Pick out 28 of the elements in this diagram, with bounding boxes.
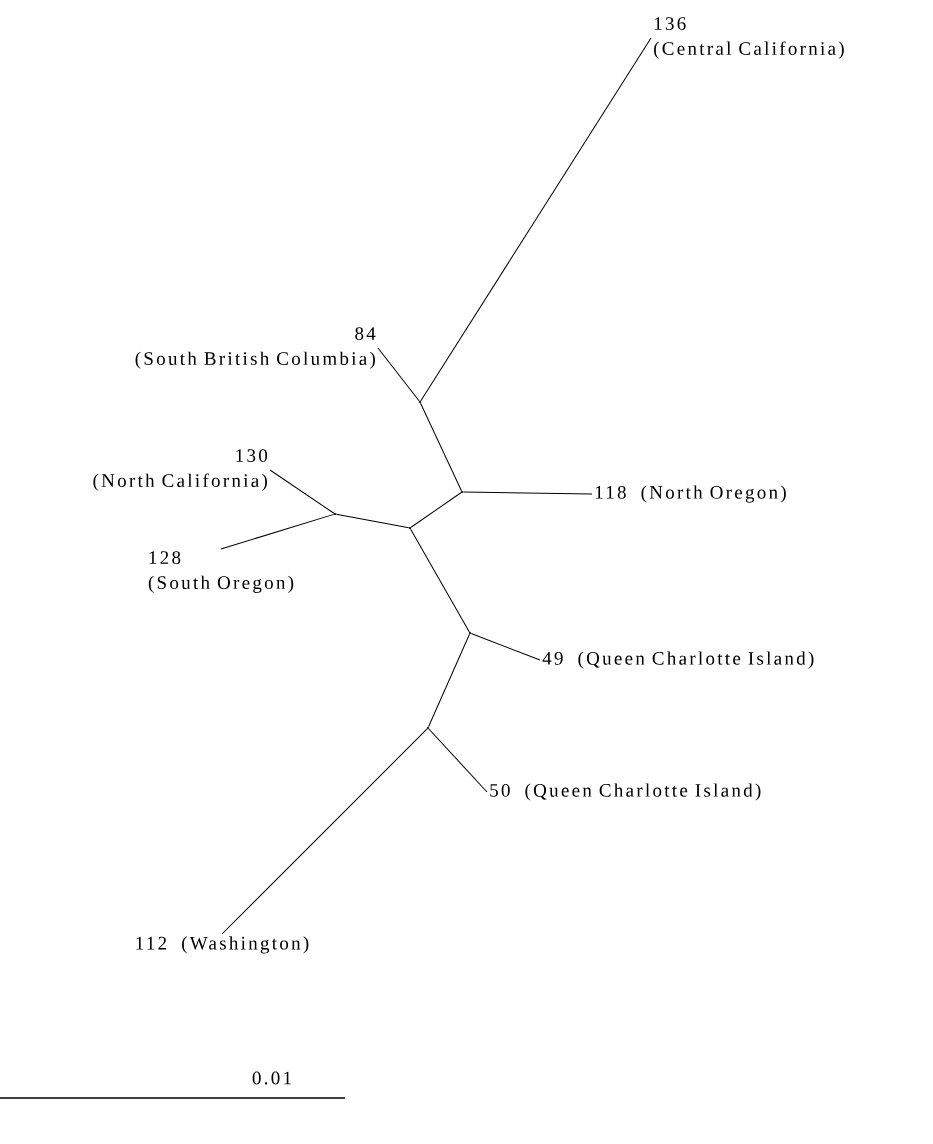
branch-line [221,728,428,935]
branch-line [269,469,335,514]
leaf-label: 112 (Washington) [136,936,309,954]
branch-line [420,37,652,402]
branch-line [377,347,420,402]
branch-point [408,526,412,530]
leaf-label: 50 (Queen Charlotte Island) [490,783,761,801]
branch-line [410,528,470,633]
branch-line [420,402,462,492]
branch-point [333,512,337,516]
scale-label: 0.01 [252,1071,291,1085]
leaf-label: 136 (Central California) [654,17,844,59]
branch-point [426,726,430,730]
leaf-label: 130 (North California) [93,449,268,491]
branch-line [220,513,335,550]
leaf-label: 118 (North Oregon) [595,485,786,503]
branch-line [335,513,410,529]
branch-point [460,490,464,494]
leaf-label: 84 (South British Columbia) [135,327,376,369]
branch-line [410,492,462,528]
branch-point [418,400,422,404]
branch-line [462,491,593,495]
branch-line [428,728,488,793]
leaf-label: 128 (South Oregon) [148,551,294,593]
branch-line [428,633,470,728]
branch-line [470,633,541,661]
leaf-label: 49 (Queen Charlotte Island) [542,651,814,669]
branch-point [468,631,472,635]
